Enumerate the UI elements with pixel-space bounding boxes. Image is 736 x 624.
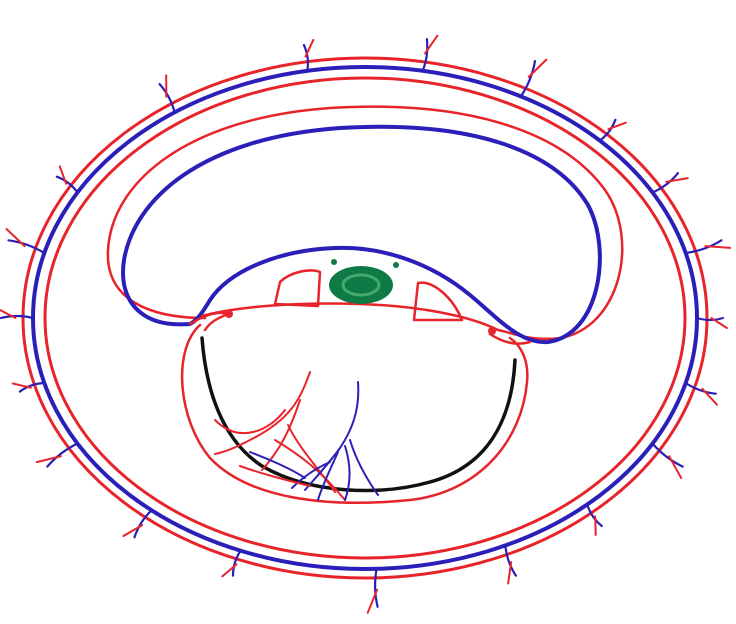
villus-red-branch: [123, 525, 142, 536]
villus: [423, 36, 438, 71]
green-dot-left: [331, 259, 337, 265]
villus-red-branch: [667, 178, 688, 182]
villus-blue-stem: [423, 39, 428, 71]
right-dot: [488, 327, 496, 335]
left-fold: [190, 313, 228, 330]
vessel-branch: [240, 466, 310, 486]
green-dot-right: [393, 262, 399, 268]
villi-group: [0, 36, 730, 613]
villus: [123, 510, 151, 537]
villus: [304, 40, 313, 71]
villus: [0, 308, 33, 318]
villus-blue-stem: [233, 551, 241, 576]
upper-cavity: [108, 107, 622, 342]
villus: [697, 318, 727, 328]
disc-red-outline: [202, 304, 498, 331]
inner-red-ring: [45, 78, 685, 558]
villus-red-branch: [306, 40, 314, 57]
left-dot: [225, 310, 233, 318]
villus-red-branch: [702, 389, 717, 405]
villus: [13, 383, 45, 392]
villus-red-branch: [60, 166, 66, 183]
villus-blue-stem: [375, 569, 378, 607]
vessel-branch: [345, 446, 350, 500]
villus: [368, 569, 378, 613]
cavity-blue-outline: [123, 127, 600, 342]
villus-blue-stem: [304, 45, 308, 71]
villus: [37, 444, 78, 467]
villus-red-branch: [669, 456, 681, 478]
villus-red-branch: [608, 123, 625, 129]
villus: [653, 444, 683, 479]
disc-left-cell: [275, 270, 320, 306]
villus-blue-stem: [20, 383, 45, 392]
villus-red-branch: [529, 60, 547, 77]
villus-blue-stem: [1, 316, 33, 318]
villus-blue-stem: [686, 383, 716, 394]
sac-black-wall: [202, 338, 515, 490]
villus-blue-stem: [697, 318, 723, 320]
villus-red-branch: [595, 516, 596, 535]
green-nucleus: [329, 259, 399, 304]
villus-red-branch: [7, 229, 25, 246]
vessel-branch: [350, 440, 378, 495]
green-core: [354, 281, 368, 289]
villus-red-branch: [37, 456, 61, 462]
